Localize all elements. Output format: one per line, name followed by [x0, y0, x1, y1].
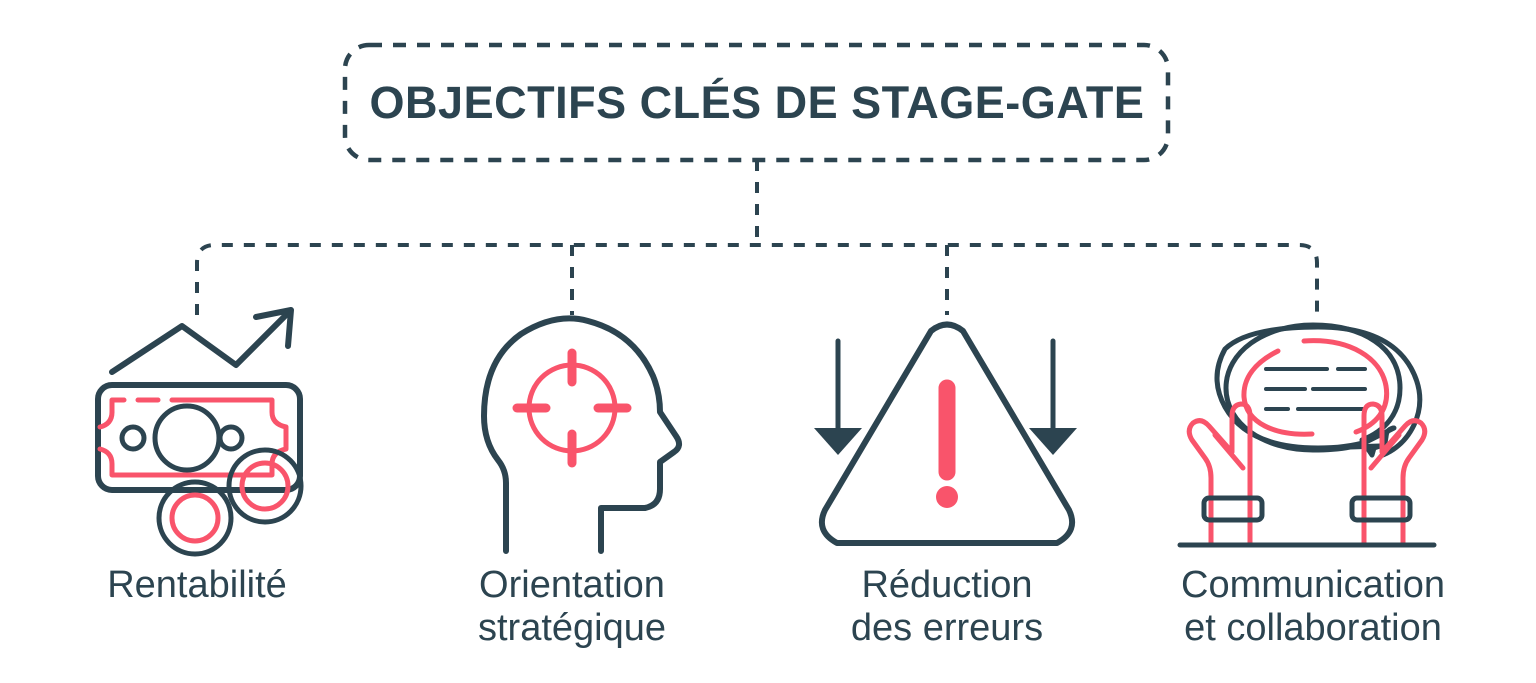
- coin-back-outer: [226, 447, 304, 525]
- speech-bubble-inner-arc-2: [1241, 348, 1315, 437]
- label-reduction-line1: Réduction: [861, 564, 1032, 606]
- title-box-border: [342, 42, 1171, 163]
- hand-left-thumb: [1212, 432, 1246, 471]
- banknote-outline: [95, 382, 303, 493]
- node-labels: Rentabilité Orientation stratégique Rédu…: [107, 564, 1445, 649]
- exclamation-dot: [936, 486, 958, 508]
- down-arrow-left-head: [814, 428, 862, 455]
- title-box: OBJECTIFS CLÉS DE STAGE-GATE: [342, 42, 1171, 163]
- speech-bubble-inner-arc: [1301, 338, 1390, 435]
- coin-front-inner: [169, 492, 221, 544]
- label-reduction-line2: des erreurs: [851, 607, 1043, 649]
- label-communication-line2: et collaboration: [1184, 607, 1442, 649]
- banknote-inner-border-left: [97, 409, 115, 430]
- down-arrow-right-head: [1029, 428, 1077, 455]
- label-orientation-line2: stratégique: [478, 607, 666, 649]
- growth-arrow-head: [253, 307, 294, 349]
- coin-back-inner: [239, 460, 291, 512]
- speech-bubble-ellipse: [1223, 322, 1403, 458]
- label-rentabilite-line1: Rentabilité: [107, 564, 287, 606]
- label-communication-line1: Communication: [1181, 564, 1445, 606]
- banknote-small-circle-left: [119, 424, 147, 452]
- head-profile-outline: [481, 315, 682, 554]
- label-orientation-line1: Orientation: [479, 564, 665, 606]
- hand-right-thumb: [1368, 432, 1402, 471]
- hand-right-outline: [1361, 401, 1428, 547]
- hands-speech-bubble-icon: [1177, 322, 1437, 548]
- growth-arrow-line: [109, 309, 292, 375]
- head-target-icon: [481, 315, 682, 554]
- connector-lines: [195, 160, 1319, 315]
- banknote-inner-border: [109, 397, 127, 415]
- money-growth-icon: [95, 307, 304, 557]
- connector-bus: [195, 243, 1319, 315]
- hand-left-outline: [1186, 401, 1253, 547]
- hand-left-cuff: [1201, 495, 1265, 523]
- warning-triangle-icon: [814, 321, 1077, 546]
- hand-right-cuff: [1349, 495, 1413, 523]
- banknote-inner-border-main: [97, 397, 289, 478]
- coin-front-outer: [156, 479, 234, 557]
- banknote-small-circle-right: [217, 424, 245, 452]
- banknote-center-circle: [152, 403, 222, 473]
- page-title: OBJECTIFS CLÉS DE STAGE-GATE: [370, 77, 1145, 128]
- warning-triangle-outline: [819, 321, 1075, 546]
